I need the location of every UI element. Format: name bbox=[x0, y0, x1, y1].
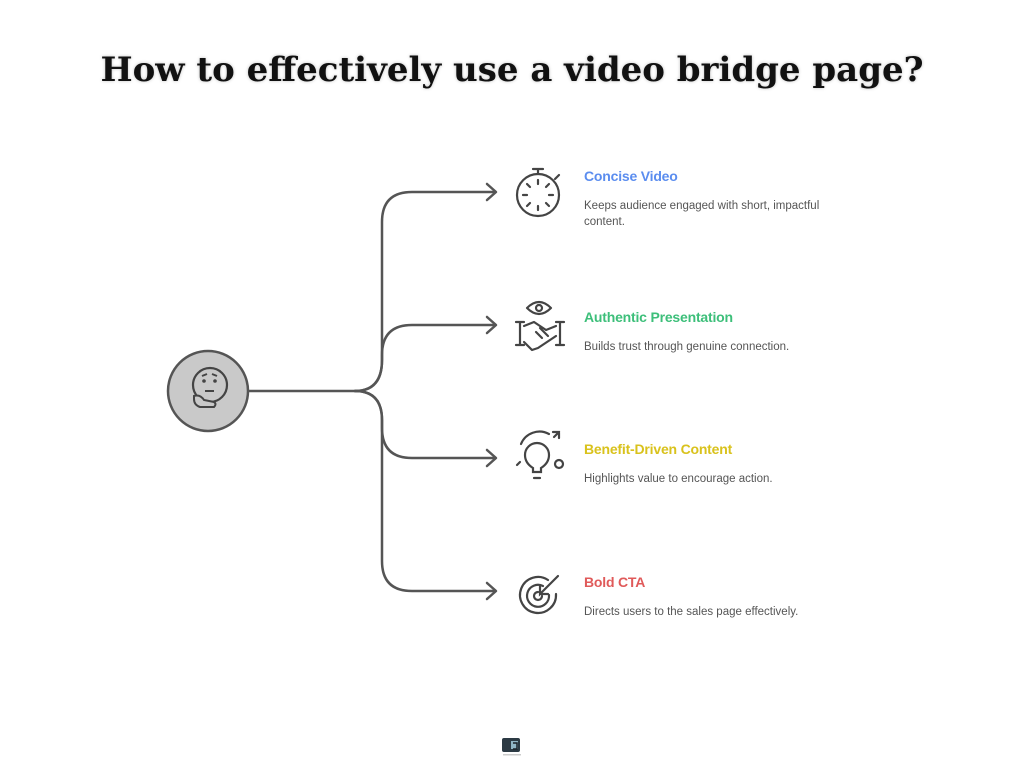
connector-line bbox=[246, 190, 497, 393]
page-title: How to effectively use a video bridge pa… bbox=[100, 50, 924, 90]
connector-line bbox=[353, 389, 497, 593]
item-description: Directs users to the sales page effectiv… bbox=[584, 606, 799, 618]
arrowhead bbox=[485, 182, 498, 202]
item-concise-video: Concise Video Keeps audience engaged wit… bbox=[584, 168, 884, 230]
item-heading: Benefit-Driven Content bbox=[584, 441, 733, 457]
item-bold-cta: Bold CTA Directs users to the sales page… bbox=[584, 574, 884, 620]
logo-icon bbox=[502, 738, 521, 756]
item-authentic-presentation: Authentic Presentation Builds trust thro… bbox=[584, 309, 884, 355]
item-heading: Concise Video bbox=[584, 168, 678, 184]
item-benefit-driven-content: Benefit-Driven Content Highlights value … bbox=[584, 441, 884, 487]
item-description: Highlights value to encourage action. bbox=[584, 473, 773, 485]
target-icon bbox=[518, 574, 560, 615]
item-heading: Authentic Presentation bbox=[584, 309, 733, 325]
arrowhead bbox=[485, 581, 498, 601]
arrowhead bbox=[485, 315, 498, 335]
item-description: Builds trust through genuine connection. bbox=[584, 341, 790, 353]
connector-line bbox=[353, 323, 497, 393]
item-description: Keeps audience engaged with short, impac… bbox=[584, 200, 820, 228]
arrowhead bbox=[485, 448, 498, 468]
eye-handshake-icon bbox=[514, 300, 566, 352]
thinking-face-icon bbox=[166, 349, 250, 433]
item-heading: Bold CTA bbox=[584, 574, 646, 590]
stopwatch-icon bbox=[515, 167, 561, 218]
lightbulb-icon bbox=[515, 430, 565, 480]
